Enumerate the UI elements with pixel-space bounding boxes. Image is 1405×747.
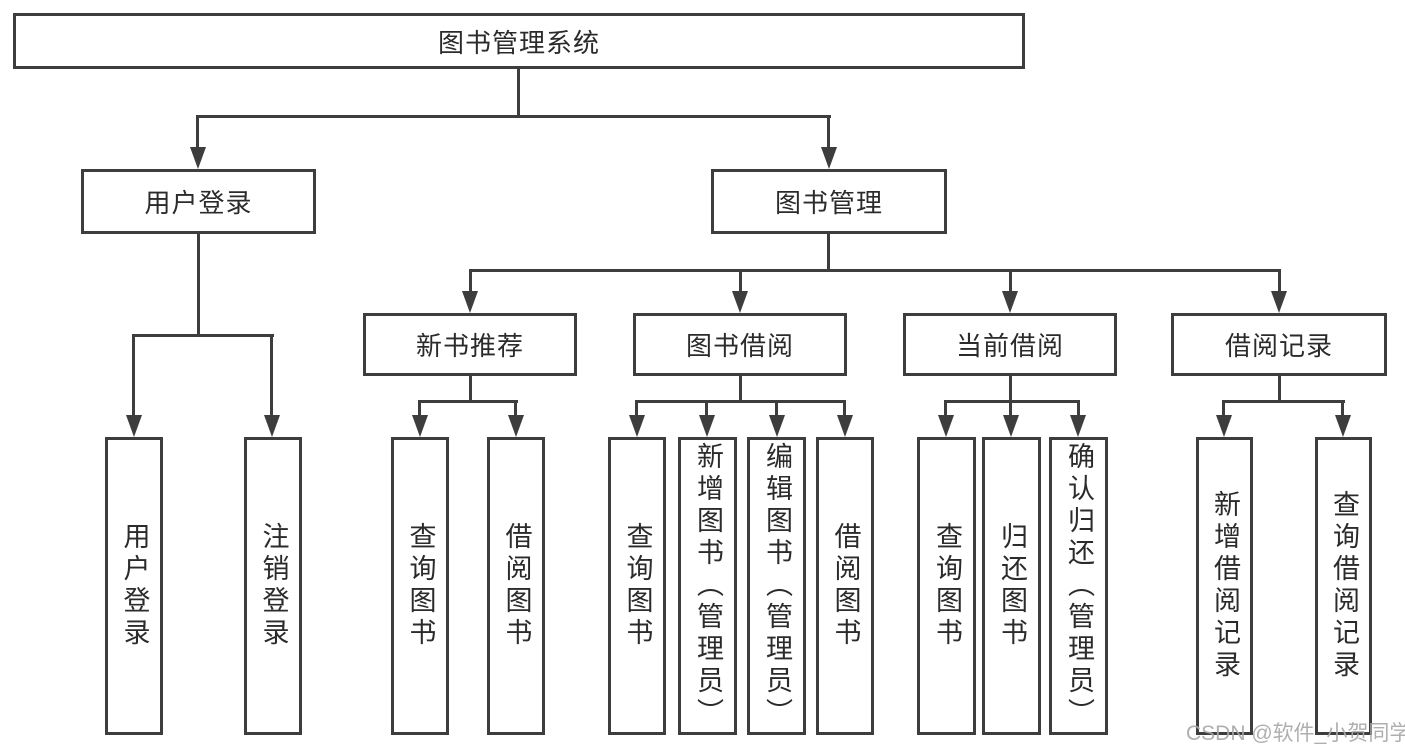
leaf-query-books-current: 查询图书 bbox=[917, 437, 976, 735]
leaf-return-book: 归还图书 bbox=[982, 437, 1041, 735]
connector-segment bbox=[739, 269, 742, 295]
node-root-label: 图书管理系统 bbox=[437, 27, 600, 58]
connector-segment bbox=[1009, 400, 1012, 417]
connector-segment bbox=[1341, 400, 1344, 417]
connector-segment bbox=[132, 334, 135, 417]
leaf-query-borrow-record-label: 查询借阅记录 bbox=[1329, 490, 1359, 682]
leaf-confirm-return-admin: 确认归还（管理员） bbox=[1049, 437, 1108, 735]
connector-segment bbox=[514, 400, 517, 417]
node-book-management-label: 图书管理 bbox=[774, 188, 883, 218]
leaf-add-book-admin: 新增图书（管理员） bbox=[678, 437, 737, 735]
node-book-management: 图书管理 bbox=[711, 169, 947, 234]
leaf-borrow-books-borrow: 借阅图书 bbox=[816, 437, 874, 735]
leaf-edit-book-admin: 编辑图书（管理员） bbox=[747, 437, 806, 735]
leaf-borrow-books-recommend: 借阅图书 bbox=[487, 437, 545, 735]
arrow-down-icon bbox=[1003, 415, 1019, 437]
connector-segment bbox=[635, 400, 846, 403]
arrow-down-icon bbox=[821, 147, 837, 169]
leaf-borrow-books-recommend-label: 借阅图书 bbox=[501, 522, 532, 650]
node-borrow-records-label: 借阅记录 bbox=[1224, 331, 1333, 361]
node-new-book-recommend-label: 新书推荐 bbox=[415, 331, 524, 361]
connector-segment bbox=[196, 115, 831, 118]
leaf-user-login: 用户登录 bbox=[105, 437, 163, 735]
connector-segment bbox=[1222, 400, 1345, 403]
arrow-down-icon bbox=[1070, 415, 1086, 437]
arrow-down-icon bbox=[629, 415, 645, 437]
leaf-add-borrow-record-label: 新增借阅记录 bbox=[1210, 490, 1240, 682]
leaf-query-borrow-record: 查询借阅记录 bbox=[1315, 437, 1372, 735]
node-borrow-records: 借阅记录 bbox=[1171, 313, 1387, 376]
connector-segment bbox=[739, 376, 742, 403]
arrow-down-icon bbox=[769, 415, 785, 437]
leaf-user-login-label: 用户登录 bbox=[119, 522, 150, 650]
leaf-borrow-books-borrow-label: 借阅图书 bbox=[830, 522, 861, 650]
connector-segment bbox=[1278, 376, 1281, 403]
arrow-down-icon bbox=[1002, 291, 1018, 313]
connector-segment bbox=[827, 115, 830, 148]
connector-segment bbox=[944, 400, 1080, 403]
leaf-add-borrow-record: 新增借阅记录 bbox=[1196, 437, 1253, 735]
arrow-down-icon bbox=[699, 415, 715, 437]
connector-segment bbox=[944, 400, 947, 417]
node-current-borrow: 当前借阅 bbox=[903, 313, 1117, 376]
connector-segment bbox=[469, 269, 1281, 272]
connector-segment bbox=[1009, 269, 1012, 295]
arrow-down-icon bbox=[837, 415, 853, 437]
arrow-down-icon bbox=[508, 415, 524, 437]
connector-segment bbox=[197, 234, 200, 337]
node-book-borrow: 图书借阅 bbox=[633, 313, 847, 376]
arrow-down-icon bbox=[732, 291, 748, 313]
connector-segment bbox=[1077, 400, 1080, 417]
leaf-query-books-recommend: 查询图书 bbox=[391, 437, 449, 735]
connector-segment bbox=[843, 400, 846, 417]
arrow-down-icon bbox=[126, 415, 142, 437]
arrow-down-icon bbox=[412, 415, 428, 437]
leaf-return-book-label: 归还图书 bbox=[997, 522, 1027, 650]
connector-segment bbox=[635, 400, 638, 417]
connector-segment bbox=[1278, 269, 1281, 295]
leaf-confirm-return-admin-label: 确认归还（管理员） bbox=[1064, 442, 1094, 730]
arrow-down-icon bbox=[938, 415, 954, 437]
connector-segment bbox=[517, 69, 520, 118]
connector-segment bbox=[775, 400, 778, 417]
arrow-down-icon bbox=[462, 291, 478, 313]
arrow-down-icon bbox=[190, 147, 206, 169]
leaf-query-books-borrow-label: 查询图书 bbox=[622, 522, 653, 650]
connector-segment bbox=[418, 400, 518, 403]
node-book-borrow-label: 图书借阅 bbox=[685, 331, 794, 361]
node-current-borrow-label: 当前借阅 bbox=[955, 331, 1064, 361]
node-user-login: 用户登录 bbox=[81, 169, 316, 234]
leaf-logout-label: 注销登录 bbox=[258, 522, 289, 650]
node-new-book-recommend: 新书推荐 bbox=[363, 313, 577, 376]
watermark: CSDN @软件_小贺同学 bbox=[1186, 722, 1405, 745]
arrow-down-icon bbox=[264, 415, 280, 437]
leaf-query-books-borrow: 查询图书 bbox=[608, 437, 666, 735]
connector-segment bbox=[827, 234, 830, 272]
leaf-logout: 注销登录 bbox=[244, 437, 302, 735]
connector-segment bbox=[1009, 376, 1012, 403]
connector-segment bbox=[418, 400, 421, 417]
leaf-query-books-current-label: 查询图书 bbox=[932, 522, 962, 650]
connector-segment bbox=[196, 115, 199, 148]
connector-segment bbox=[270, 334, 273, 417]
leaf-edit-book-admin-label: 编辑图书（管理员） bbox=[762, 442, 792, 730]
connector-segment bbox=[132, 334, 274, 337]
arrow-down-icon bbox=[1335, 415, 1351, 437]
arrow-down-icon bbox=[1216, 415, 1232, 437]
leaf-add-book-admin-label: 新增图书（管理员） bbox=[693, 442, 723, 730]
leaf-query-books-recommend-label: 查询图书 bbox=[405, 522, 436, 650]
node-root: 图书管理系统 bbox=[13, 13, 1025, 69]
arrow-down-icon bbox=[1271, 291, 1287, 313]
connector-segment bbox=[469, 269, 472, 295]
connector-segment bbox=[469, 376, 472, 403]
node-user-login-label: 用户登录 bbox=[144, 188, 253, 218]
connector-segment bbox=[1222, 400, 1225, 417]
connector-segment bbox=[705, 400, 708, 417]
